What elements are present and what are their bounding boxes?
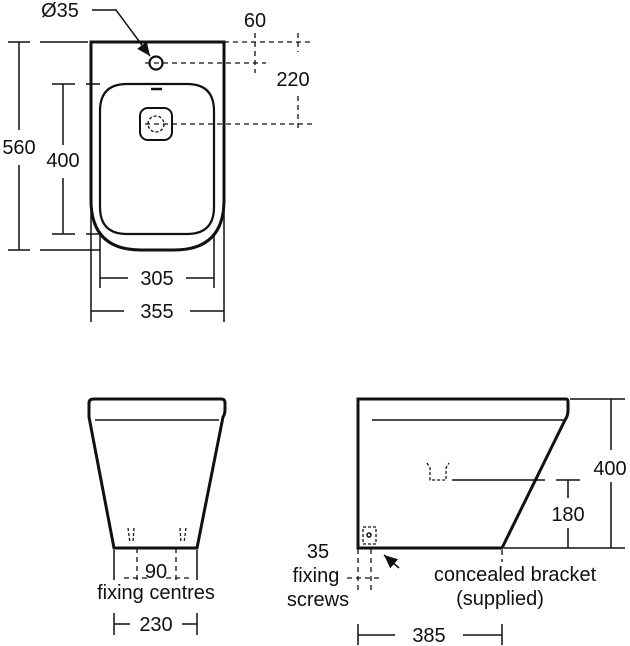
hole-diameter-label: Ø35 xyxy=(41,0,79,22)
outlet-dashed xyxy=(426,462,450,481)
fixing-centres-value: 90 xyxy=(145,561,167,583)
screw-offset-label: 35 xyxy=(307,541,329,563)
plan-view: 560 400 305 355 Ø35 60 220 xyxy=(2,0,312,323)
bowl-length-label: 400 xyxy=(46,150,79,172)
depth-label: 385 xyxy=(412,625,445,646)
bracket-note: (supplied) xyxy=(456,588,544,610)
outlet-height-label: 180 xyxy=(551,504,584,526)
front-view: 90 fixing centres 230 xyxy=(87,397,227,636)
side-outline xyxy=(356,397,570,550)
base-width-label: 230 xyxy=(139,614,172,636)
overall-width-label: 355 xyxy=(140,301,173,323)
height-label: 400 xyxy=(593,458,626,480)
bowl-width-label: 305 xyxy=(140,268,173,290)
bowl-outline xyxy=(98,82,216,236)
screws-label: screws xyxy=(287,589,349,611)
side-view: 400 180 35 fixing screws concealed brack… xyxy=(287,397,627,646)
fixing-centres-label: fixing centres xyxy=(97,582,215,604)
hole-offset-label: 60 xyxy=(244,10,266,32)
fixing-label: fixing xyxy=(293,565,340,587)
front-outline xyxy=(87,397,227,550)
plan-outline xyxy=(89,40,226,252)
waste-offset-label: 220 xyxy=(276,69,309,91)
overall-length-label: 560 xyxy=(2,137,35,159)
bracket-label: concealed bracket xyxy=(434,564,597,586)
bracket-dashed xyxy=(362,526,377,545)
